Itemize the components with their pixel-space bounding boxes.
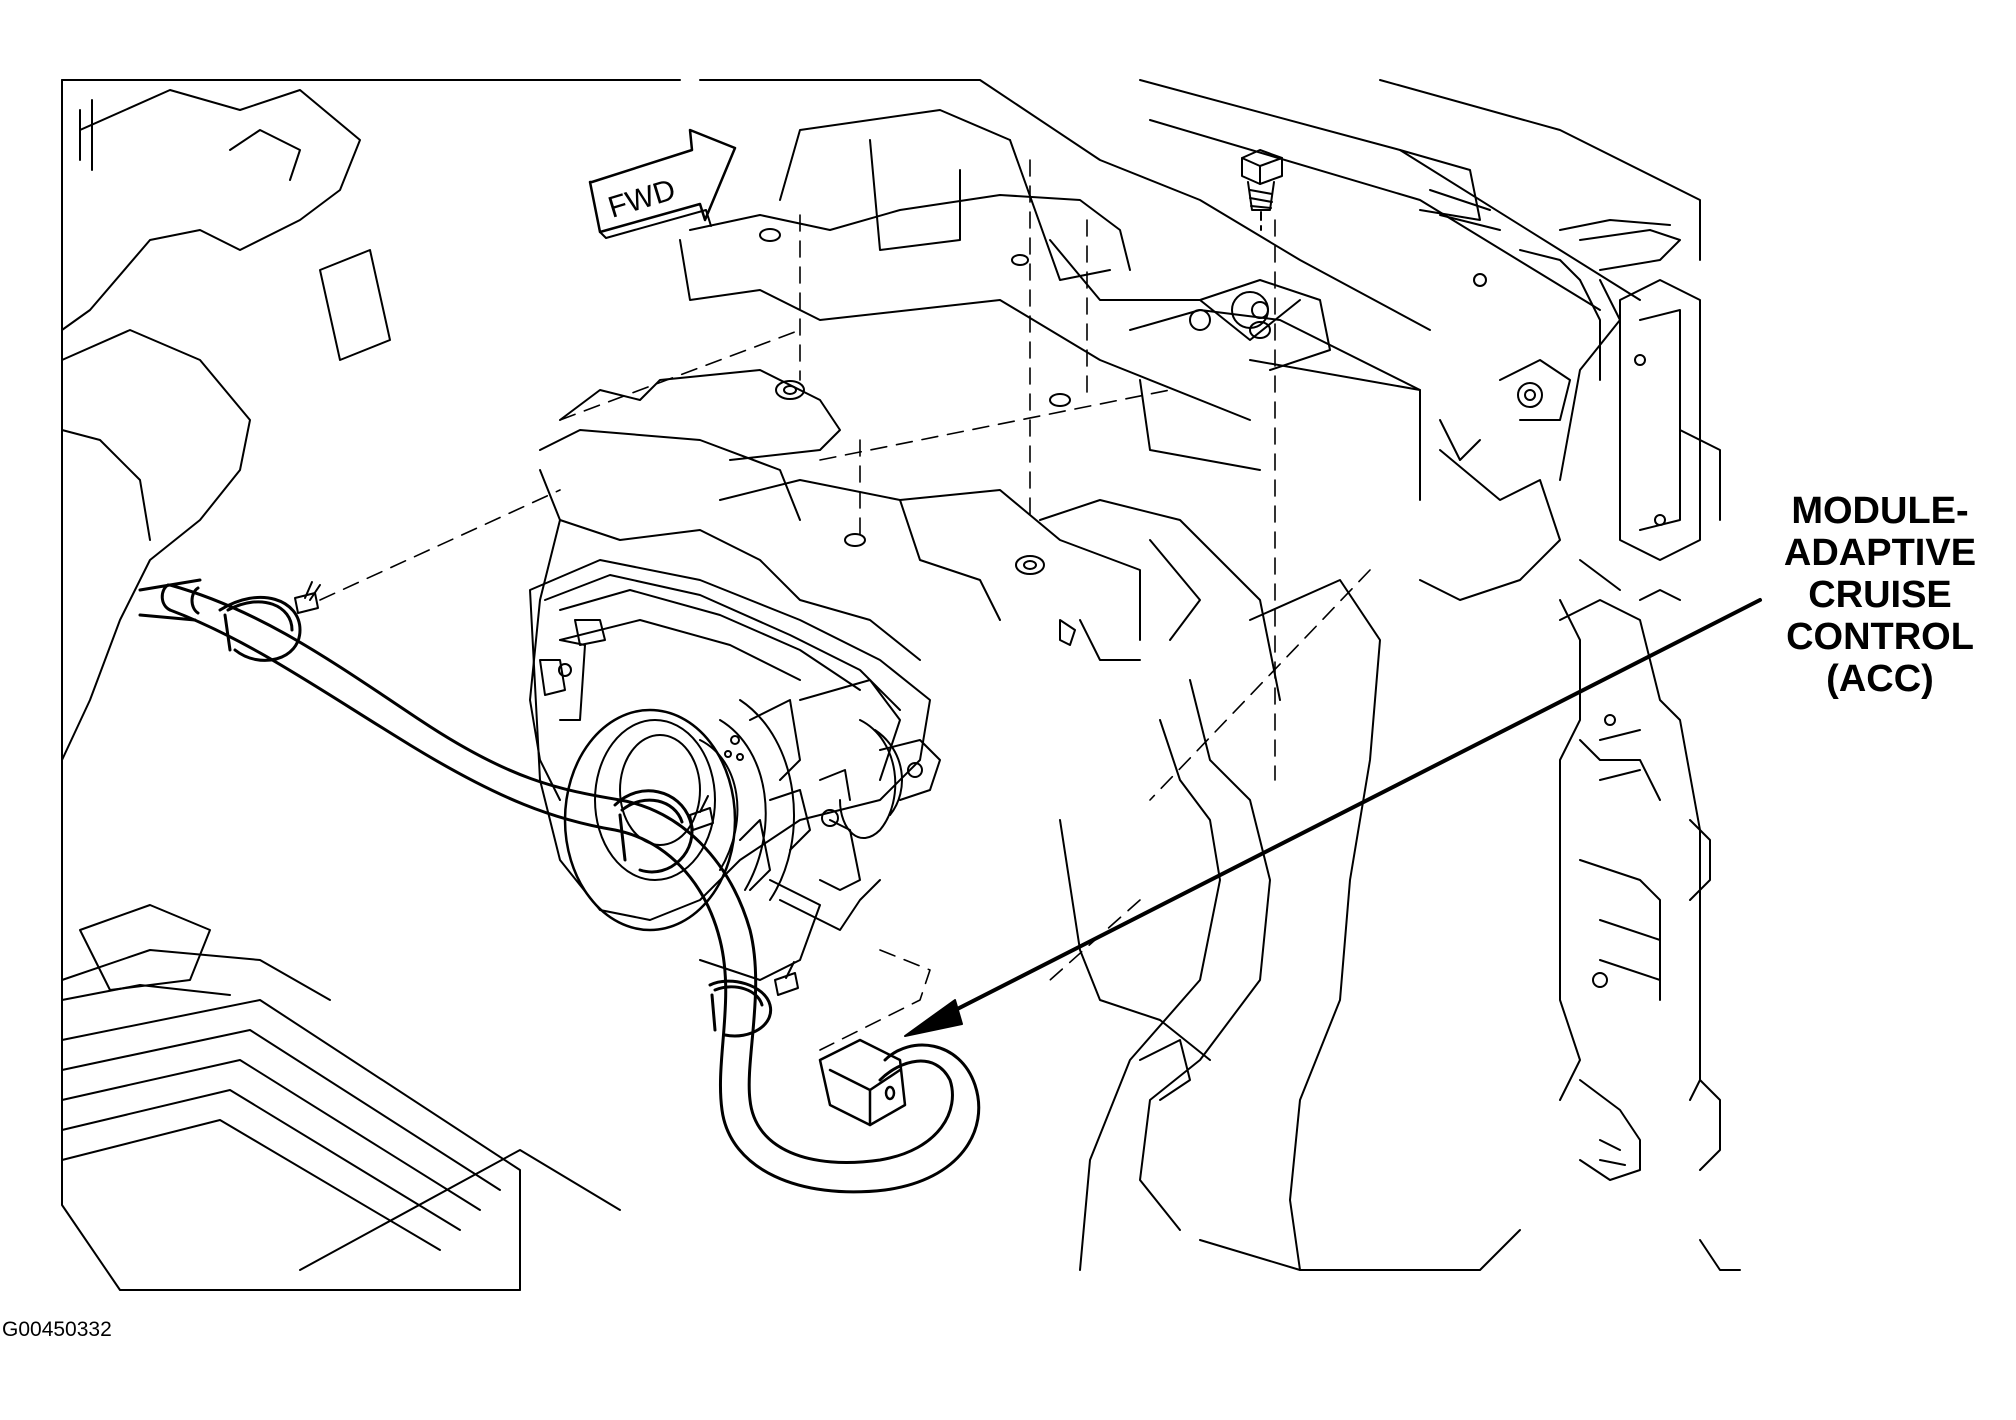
mounting-bracket <box>529 228 1281 801</box>
figure-id: G00450332 <box>2 1318 112 1341</box>
alignment-dashed-lines <box>319 159 1371 1051</box>
callout-line-5: (ACC) <box>1826 658 1934 700</box>
wiring-harness <box>138 578 981 1194</box>
acc-radar-module <box>529 559 941 981</box>
callout-line-3: CRUISE <box>1808 574 1952 616</box>
callout-line-2: ADAPTIVE <box>1783 532 1977 574</box>
harness-connector <box>818 1038 907 1127</box>
callout-leader-arrow <box>904 598 1762 1037</box>
acc-module-callout: MODULE- ADAPTIVE CRUISE CONTROL (ACC) <box>1760 490 2000 700</box>
callout-line-1: MODULE- <box>1791 490 1969 532</box>
mounting-bolt <box>1241 149 1283 231</box>
fwd-label: FWD <box>604 173 679 225</box>
right-frame-rail <box>1059 249 1741 1271</box>
callout-line-4: CONTROL <box>1786 616 1974 658</box>
fwd-arrow-icon: FWD <box>588 128 737 239</box>
left-body-panel <box>61 79 681 1291</box>
upper-crossmember <box>679 79 1701 501</box>
mounting-studs <box>294 581 799 996</box>
